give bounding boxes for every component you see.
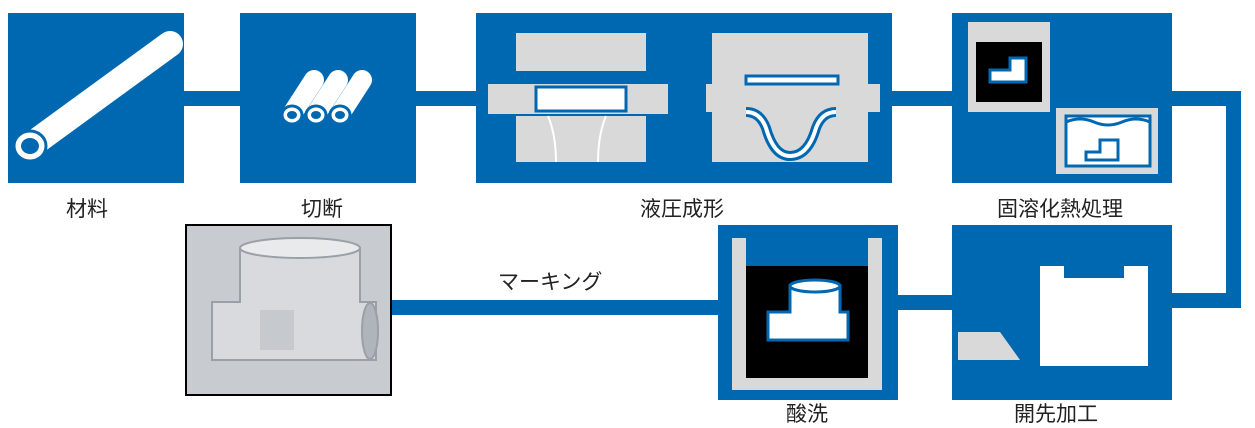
connector-material-cutting [180,91,240,106]
step-beveling [952,225,1172,400]
step-solution-treatment [952,13,1172,183]
step-hydroforming [476,13,892,183]
bevel-cutting-icon [958,266,1148,366]
connector-pickling-marking [390,300,720,315]
connector-beveling-pickling [895,295,955,310]
connector-right-vertical [1226,91,1241,308]
connector-hydroforming-treatment [890,91,954,106]
connector-treatment-right [1170,91,1240,106]
step-marking [185,224,392,396]
hydraulic-press-icon [488,33,880,163]
pipe-icon [12,31,183,163]
step-label-marking: マーキング [498,270,603,294]
step-label-solution-treatment: 固溶化熱処理 [997,197,1123,221]
pickling-tank-icon [732,238,882,390]
connector-cutting-hydroforming [414,91,478,106]
step-material [8,13,184,183]
step-label-hydroforming: 液圧成形 [640,197,724,221]
step-label-pickling: 酸洗 [786,402,828,426]
connector-right-beveling [1170,293,1240,308]
heat-treatment-icon [968,22,1158,174]
flow-connectors [180,91,1241,315]
step-label-material: 材料 [66,197,108,221]
step-pickling [718,225,898,400]
step-label-cutting: 切断 [301,197,343,221]
cut-tubes-icon [280,70,372,126]
step-label-beveling: 開先加工 [1014,402,1098,426]
step-cutting [240,13,416,183]
